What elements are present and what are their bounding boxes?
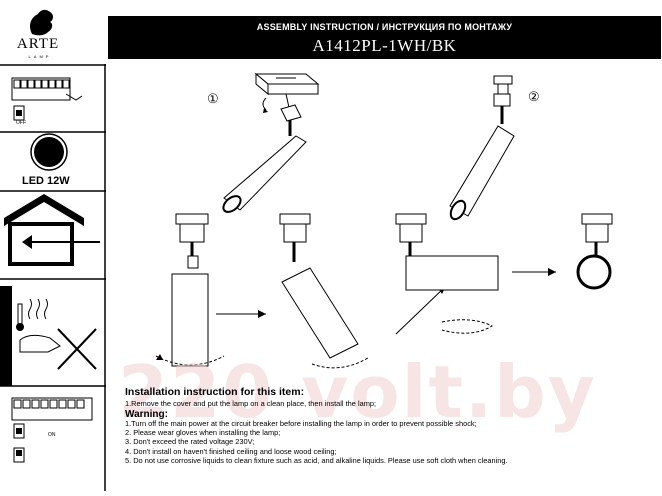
heat-warning-icon: [0, 286, 97, 386]
brand-logo: [10, 6, 100, 62]
lamp-front-view: [576, 213, 613, 290]
warning-line: 3. Don't exceed the rated voltage 230V;: [125, 437, 255, 447]
header-subtitle: ASSEMBLY INSTRUCTION / ИНСТРУКЦИЯ ПО МОН…: [256, 22, 513, 32]
indoor-use-icon: [4, 194, 100, 266]
led-power-label: LED 12W: [22, 175, 70, 187]
watermark: 220 volt.by: [118, 350, 597, 434]
warning-line: 4. Don't install on haven't finished cei…: [125, 446, 337, 456]
off-label: OFF: [16, 120, 26, 126]
step-1-number: ①: [207, 91, 219, 106]
warning-line: 1.Turn off the main power at the circuit…: [125, 418, 477, 428]
on-label: ON: [48, 432, 56, 438]
step-2-number: ②: [528, 89, 540, 104]
brand-logo-subtext: LAMP: [28, 54, 52, 59]
assembly-illustration: [155, 72, 613, 369]
led-bulb-icon: [30, 133, 68, 171]
terminal-block-on-icon: [11, 397, 93, 463]
warning-title: Warning:: [125, 408, 168, 420]
instruction-line: 1.Remove the cover and put the lamp on a…: [125, 399, 377, 409]
lamp-tilted: [279, 213, 369, 369]
terminal-block-icon: [11, 77, 83, 121]
step-1-track-mount: [222, 72, 320, 213]
left-column-graphics: [0, 64, 106, 491]
step-2-track-mount: [449, 75, 515, 221]
instructions-title: Installation instruction for this item:: [125, 386, 305, 398]
lion-icon: [30, 9, 53, 36]
lamp-vertical: [155, 213, 225, 367]
warning-line: 5. Do not use corrosive liquids to clean…: [125, 456, 508, 466]
warning-line: 2. Please wear gloves when installing th…: [125, 428, 281, 438]
left-icon-column: [0, 64, 106, 491]
brand-logo-text: ARTE: [16, 36, 60, 52]
model-number: A1412PL-1WH/BK: [312, 36, 457, 55]
header-bar: ASSEMBLY INSTRUCTION / ИНСТРУКЦИЯ ПО МОН…: [108, 16, 661, 59]
lamp-horizontal: [395, 213, 499, 334]
instructions-block: Installation instruction for this item: …: [125, 386, 655, 466]
arrow-2: [395, 285, 447, 335]
